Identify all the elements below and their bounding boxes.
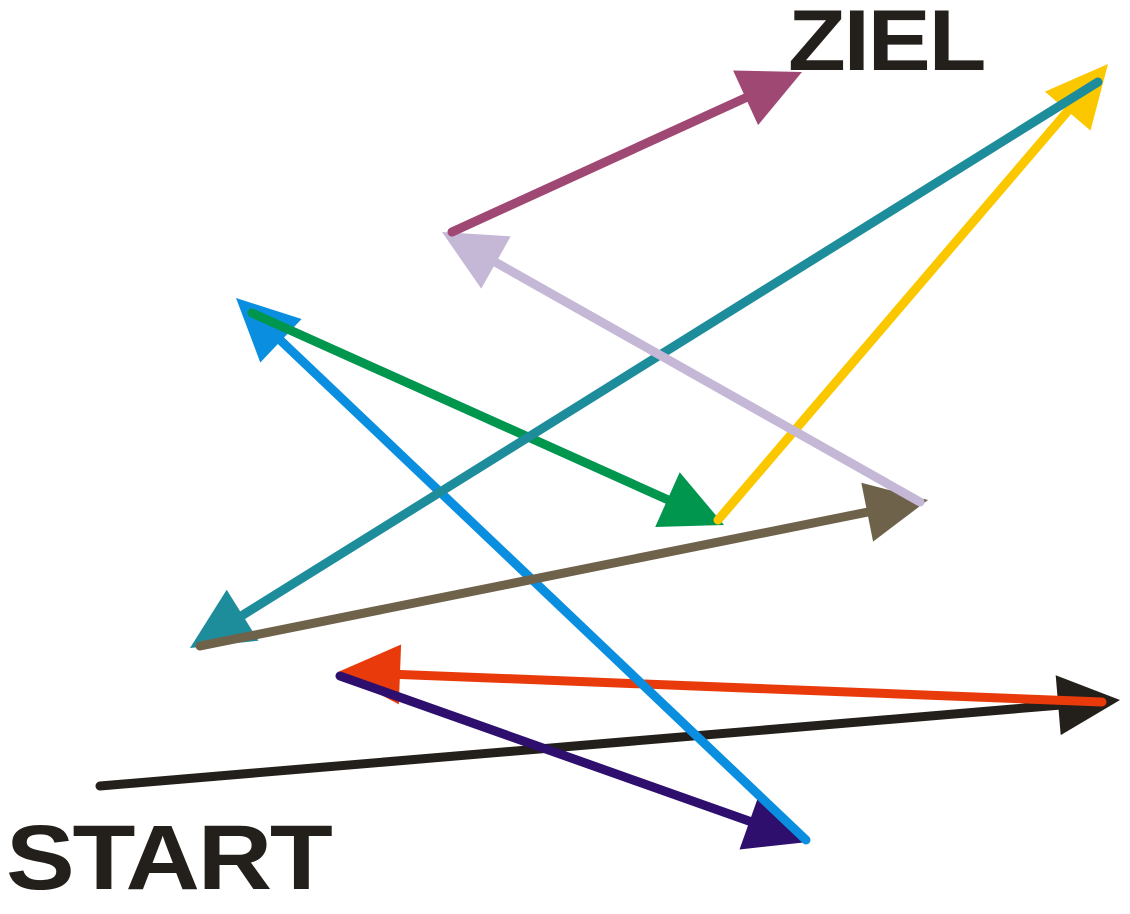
arrow-yellow	[713, 64, 1108, 525]
start-label: START	[6, 807, 333, 909]
arrow-lavender-head	[442, 232, 511, 289]
arrow-plum	[447, 70, 802, 237]
arrow-orange-red-shaft	[389, 669, 1107, 707]
arrow-lavender-shaft	[486, 255, 925, 507]
arrow-green	[247, 308, 724, 527]
ziel-label: ZIEL	[788, 0, 986, 89]
arrow-brown-shaft	[195, 506, 878, 651]
arrow-brown	[195, 482, 928, 651]
arrow-orange-red	[338, 644, 1107, 707]
arrow-bright-blue-shaft	[272, 332, 811, 845]
arrow-black-shaft	[95, 700, 1069, 791]
arrow-green-shaft	[247, 308, 678, 507]
arrow-yellow-shaft	[713, 102, 1077, 525]
arrow-plum-head	[733, 70, 802, 126]
arrow-plum-shaft	[447, 90, 756, 237]
arrow-teal-shaft	[233, 77, 1103, 623]
arrow-teal	[190, 77, 1103, 648]
arrow-green-head	[655, 472, 724, 527]
arrow-dark-purple-head	[739, 793, 808, 850]
arrow-lavender	[442, 232, 925, 507]
arrow-dark-purple	[335, 671, 808, 850]
arrow-dark-purple-shaft	[335, 671, 760, 828]
